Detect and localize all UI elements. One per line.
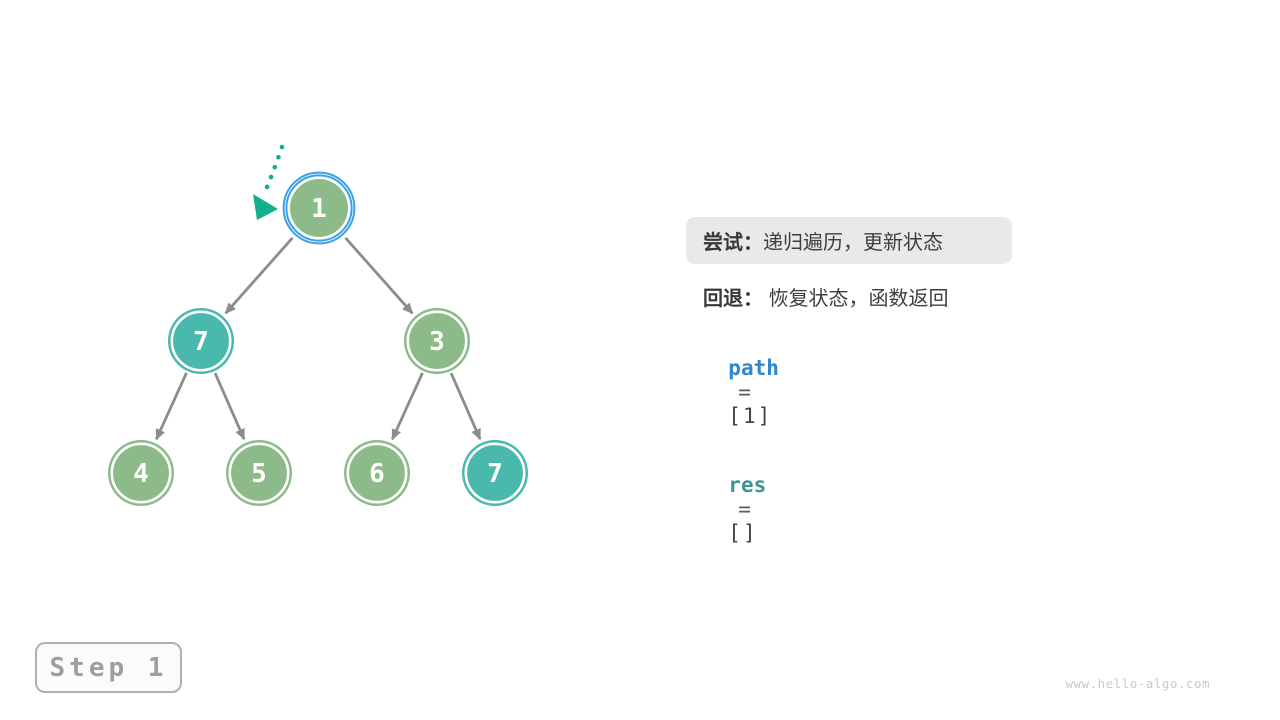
path-variable-value: [1] (728, 404, 773, 428)
tree-node-value: 7 (487, 459, 503, 489)
path-variable-name: path (728, 356, 779, 380)
res-variable-name: res (728, 473, 767, 497)
tree-node-7: 7 (168, 308, 234, 374)
tree-edges (155, 236, 482, 441)
current-node-ring-inner (285, 174, 353, 242)
path-variable-line: path = [1] (703, 332, 779, 428)
tree-edge (155, 372, 188, 441)
binary-tree-diagram: 1 7 3 4 5 6 7 (108, 144, 528, 506)
try-text: 递归遍历，更新状态 (763, 232, 943, 254)
path-equals-sign: = (738, 380, 751, 404)
current-node-ring-outer (282, 171, 356, 245)
res-equals-sign: = (738, 497, 751, 521)
tree-node-value: 6 (369, 459, 385, 489)
res-variable-line: res = [] (703, 449, 766, 545)
tree-edge (224, 236, 294, 315)
tree-edge (449, 372, 482, 441)
tree-node-value: 7 (193, 327, 209, 357)
pointer-arrow (253, 144, 285, 220)
backtrack-label: 回退： (703, 288, 763, 310)
tree-node-value: 3 (429, 327, 445, 357)
try-label: 尝试： (703, 232, 763, 254)
tree-edge (391, 372, 424, 441)
tree-node-1: 1 (282, 171, 356, 245)
tree-node-value: 5 (251, 459, 267, 489)
step-badge: Step 1 (35, 642, 182, 693)
backtrack-annotation: 回退： 恢复状态，函数返回 (703, 282, 949, 311)
tree-node-4: 4 (108, 440, 174, 506)
backtrack-text: 恢复状态，函数返回 (768, 288, 949, 310)
tree-node-3: 3 (404, 308, 470, 374)
pointer-arrowhead-icon (253, 194, 278, 220)
tree-edge (213, 372, 246, 441)
tree-node-6: 6 (344, 440, 410, 506)
pointer-dotted-tail (261, 144, 285, 197)
try-annotation: 尝试： 递归遍历，更新状态 (686, 217, 1012, 264)
tree-node-5: 5 (226, 440, 292, 506)
watermark-url: www.hello-algo.com (1065, 676, 1210, 691)
tree-node-value: 1 (311, 194, 327, 224)
res-variable-value: [] (728, 521, 758, 545)
tree-node-value: 4 (133, 459, 149, 489)
tree-edge (344, 236, 414, 315)
tree-node-7: 7 (462, 440, 528, 506)
